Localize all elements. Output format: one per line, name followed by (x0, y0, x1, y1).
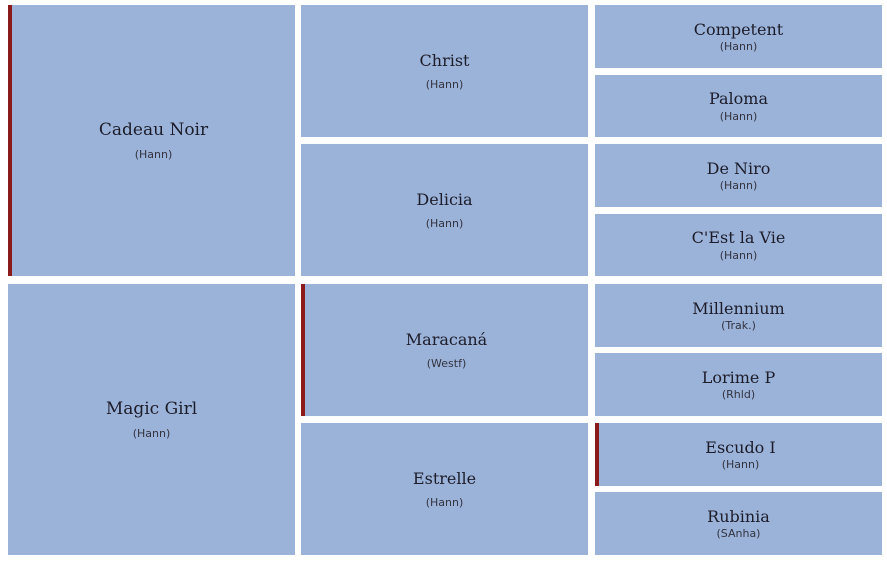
dam-sire-cell[interactable]: Maracaná (Westf) (301, 284, 588, 416)
dam-sire-breed: (Westf) (426, 356, 467, 370)
sire-dam-dam-name: C'Est la Vie (691, 228, 786, 248)
sire-cell[interactable]: Cadeau Noir (Hann) (8, 5, 295, 276)
dam-sire-sire-cell[interactable]: Millennium (Trak.) (595, 284, 882, 347)
sire-sire-name: Christ (419, 51, 470, 71)
dam-dam-dam-cell[interactable]: Rubinia (SAnha) (595, 492, 882, 555)
dam-dam-sire-breed: (Hann) (721, 458, 760, 471)
sire-dam-sire-breed: (Hann) (719, 179, 758, 192)
sire-dam-sire-name: De Niro (706, 158, 771, 178)
sire-dam-dam-breed: (Hann) (719, 248, 758, 262)
sire-sire-dam-cell[interactable]: Paloma (Hann) (595, 75, 882, 137)
dam-dam-dam-breed: (SAnha) (716, 527, 761, 540)
dam-sire-dam-breed: (Rhld) (721, 388, 756, 401)
sire-dam-name: Delicia (416, 190, 473, 210)
dam-dam-breed: (Hann) (425, 495, 464, 509)
dam-dam-name: Estrelle (412, 469, 477, 489)
sire-sire-sire-name: Competent (693, 19, 784, 39)
sire-dam-cell[interactable]: Delicia (Hann) (301, 144, 588, 276)
dam-sire-sire-breed: (Trak.) (721, 319, 756, 332)
dam-breed: (Hann) (132, 426, 171, 440)
sire-sire-sire-cell[interactable]: Competent (Hann) (595, 5, 882, 68)
dam-dam-dam-name: Rubinia (707, 506, 770, 526)
sire-name: Cadeau Noir (98, 120, 209, 141)
dam-sire-sire-name: Millennium (692, 298, 785, 318)
sire-sire-dam-breed: (Hann) (719, 109, 758, 123)
dam-sire-name: Maracaná (405, 330, 488, 350)
dam-sire-dam-name: Lorime P (701, 367, 776, 387)
sire-sire-dam-name: Paloma (708, 89, 769, 109)
dam-name: Magic Girl (105, 399, 198, 420)
sire-dam-sire-cell[interactable]: De Niro (Hann) (595, 144, 882, 207)
dam-dam-sire-cell[interactable]: Escudo I (Hann) (595, 423, 882, 486)
dam-sire-dam-cell[interactable]: Lorime P (Rhld) (595, 353, 882, 416)
sire-dam-breed: (Hann) (425, 216, 464, 230)
sire-sire-breed: (Hann) (425, 77, 464, 91)
sire-sire-sire-breed: (Hann) (719, 40, 758, 53)
dam-dam-cell[interactable]: Estrelle (Hann) (301, 423, 588, 555)
dam-cell[interactable]: Magic Girl (Hann) (8, 284, 295, 555)
sire-dam-dam-cell[interactable]: C'Est la Vie (Hann) (595, 214, 882, 276)
sire-breed: (Hann) (134, 147, 173, 161)
sire-sire-cell[interactable]: Christ (Hann) (301, 5, 588, 137)
dam-dam-sire-name: Escudo I (705, 437, 776, 457)
